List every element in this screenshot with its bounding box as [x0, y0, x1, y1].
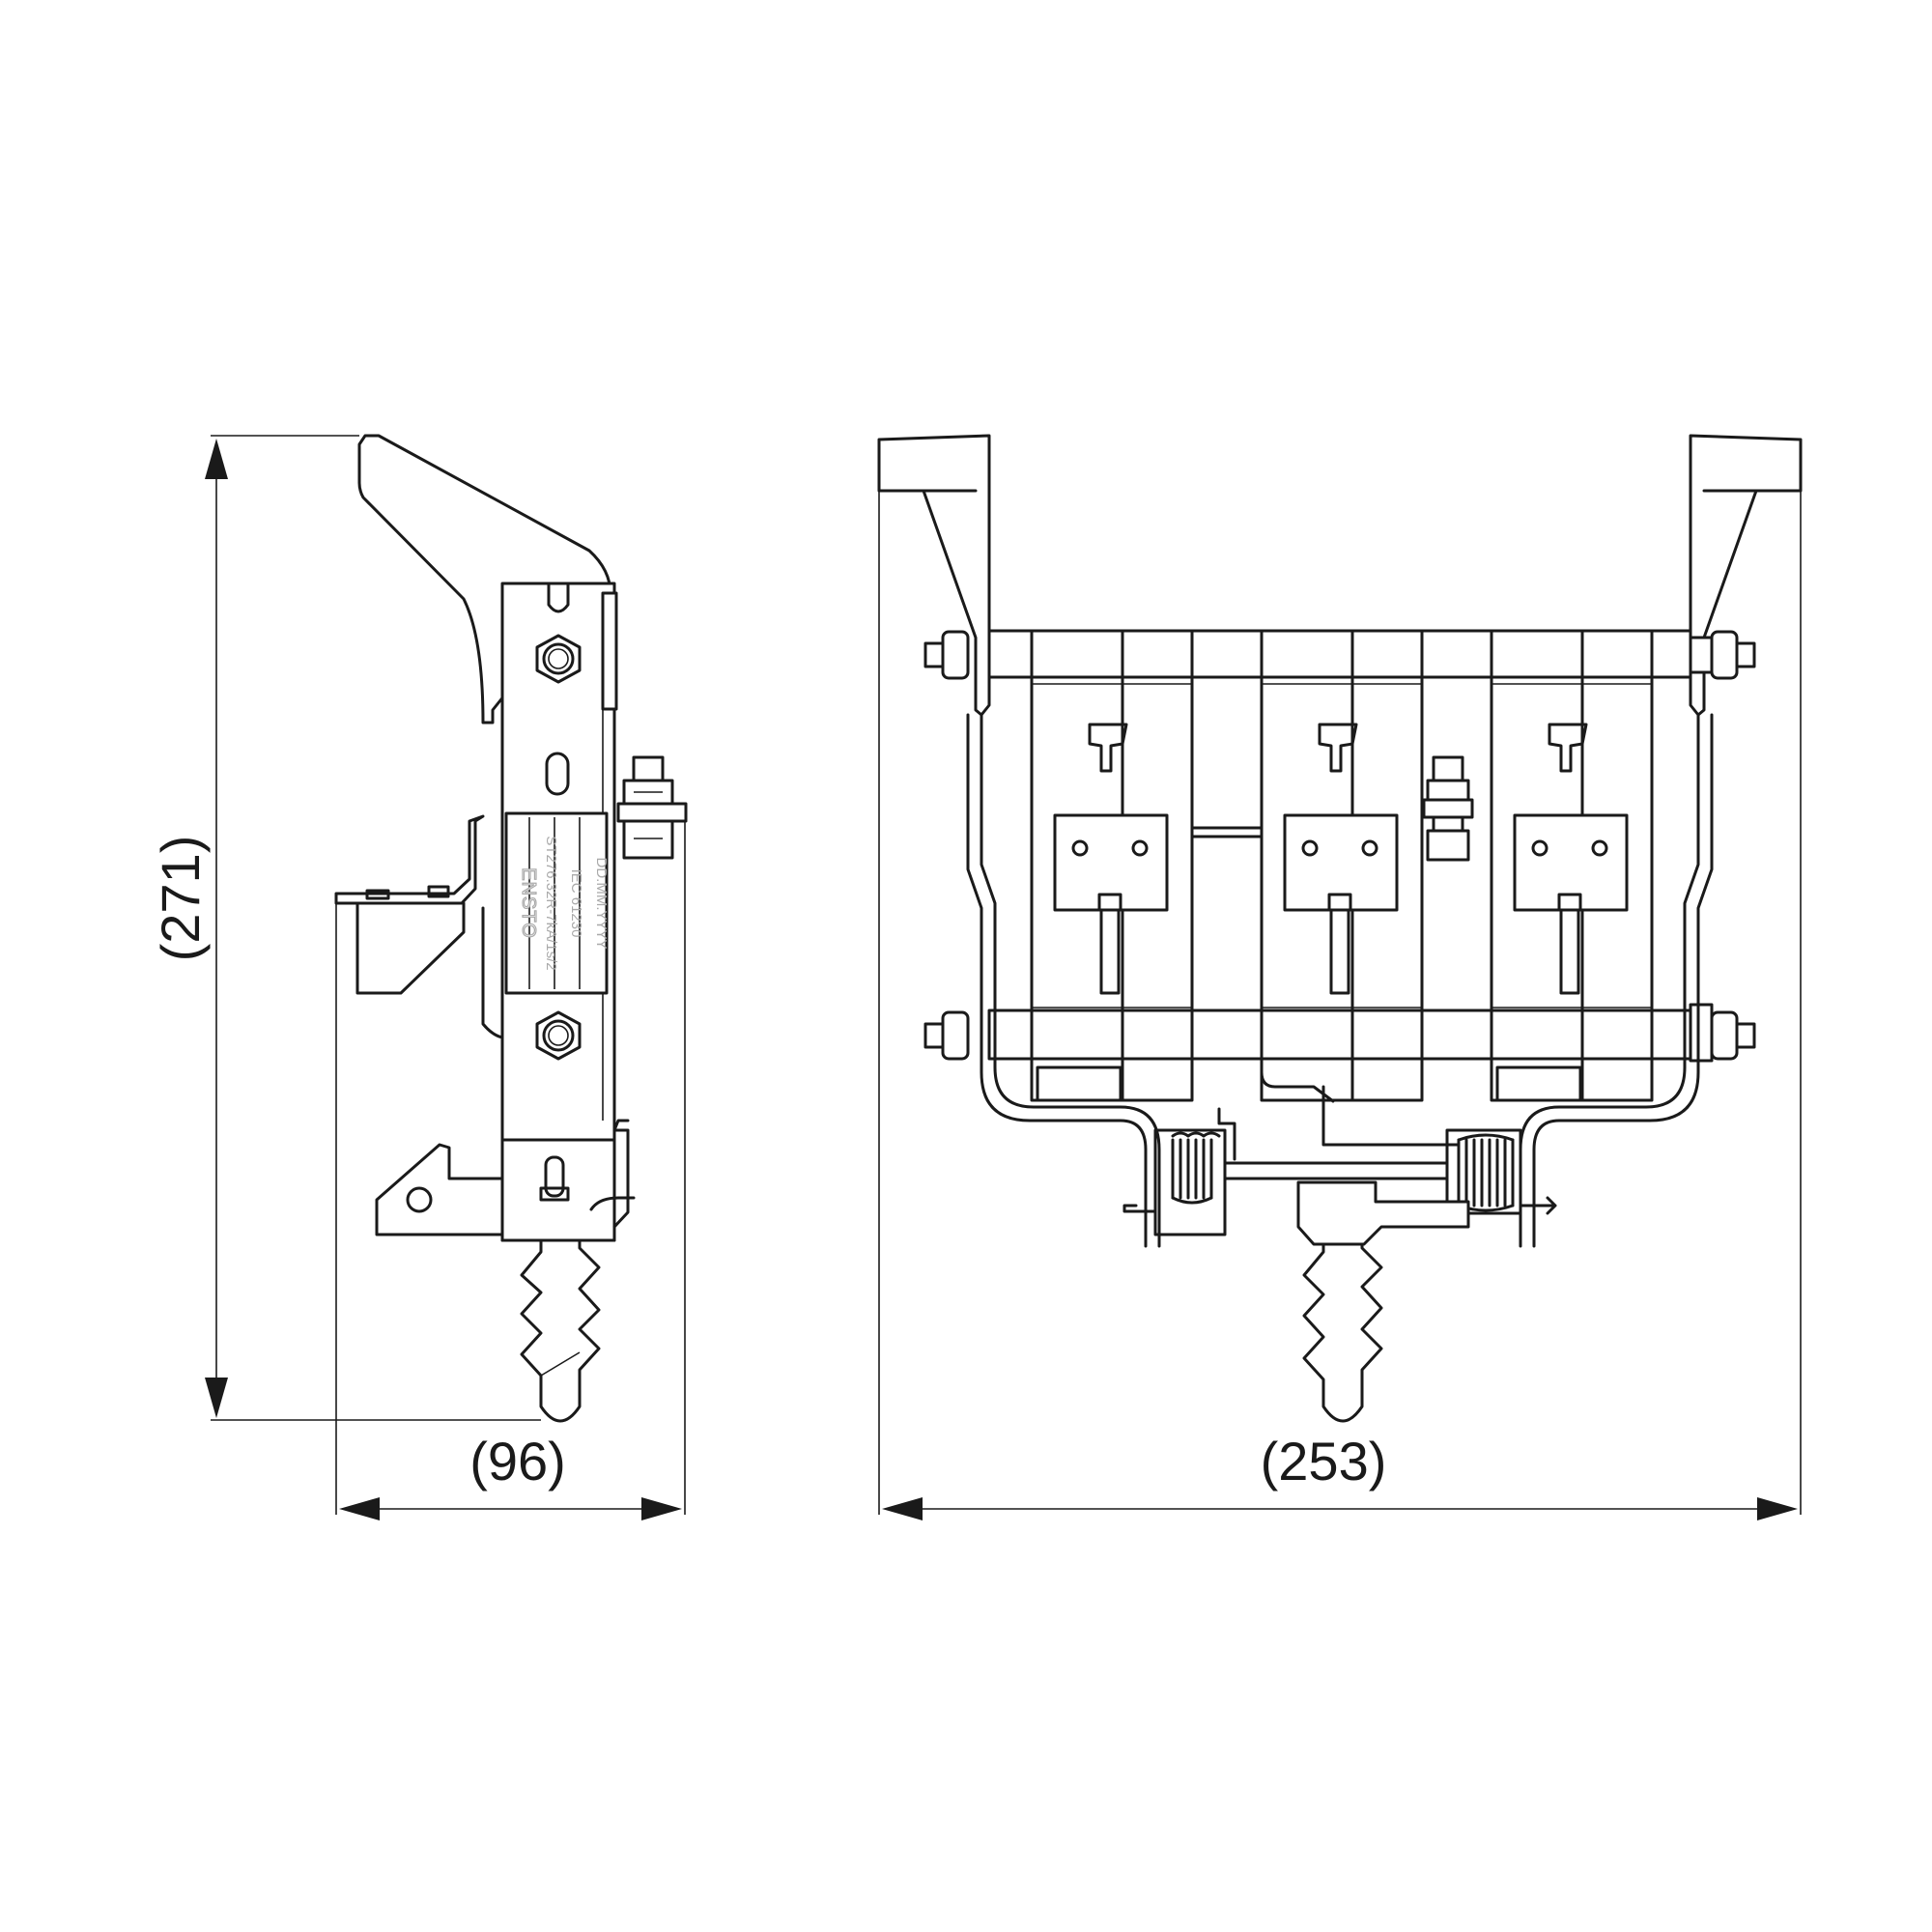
- side-bolt-upper: [535, 634, 582, 684]
- front-lower-rod: [987, 1009, 1692, 1061]
- front-nut-upper-left: [923, 630, 970, 680]
- height-arrow-bottom: [205, 1378, 228, 1418]
- side-width-arrow-left: [339, 1497, 380, 1520]
- side-slot: [545, 752, 570, 796]
- front-width-arrow-right: [1757, 1497, 1798, 1520]
- phase-module-2: [1260, 629, 1424, 1103]
- spring-shaft: [1223, 1161, 1449, 1180]
- front-nut-upper-right: [1689, 630, 1756, 680]
- side-right-strip: [601, 591, 618, 711]
- front-handle-left: [877, 434, 991, 717]
- nameplate-brand: ENSTO: [518, 867, 539, 939]
- height-arrow-top: [205, 439, 228, 479]
- front-linkage: [1217, 1085, 1461, 1161]
- phase-module-3: [1490, 629, 1654, 1102]
- side-lower-block: [500, 1138, 616, 1242]
- front-frame: [966, 713, 1714, 1248]
- center-clamp-bolt: [1422, 755, 1474, 862]
- front-upper-rod: [987, 629, 1692, 679]
- nameplate-model: ST276.32R-7kA/1s/2: [543, 836, 559, 970]
- nameplate-date: DD.MM.YYYY: [593, 857, 610, 949]
- side-clamp-bolt: [616, 755, 688, 860]
- side-left-bracket: [334, 814, 485, 905]
- side-top-slot: [547, 582, 570, 613]
- front-nut-lower-left: [923, 1010, 970, 1061]
- front-threaded-shaft: [1302, 1242, 1383, 1423]
- front-width-label: (253): [1261, 1431, 1387, 1492]
- nameplate-standard: IEC 61230: [568, 869, 584, 938]
- right-spring: [1445, 1128, 1557, 1215]
- front-central-hub: [1296, 1180, 1470, 1246]
- height-dimension: (271): [150, 435, 541, 1421]
- front-view: [877, 434, 1803, 1423]
- side-width-dimension: (96): [335, 821, 686, 1520]
- nameplate: ENSTO ST276.32R-7kA/1s/2 IEC 61230 DD.MM…: [504, 811, 610, 995]
- height-label: (271): [150, 836, 211, 962]
- side-view: ENSTO ST276.32R-7kA/1s/2 IEC 61230 DD.MM…: [334, 434, 688, 1423]
- side-width-arrow-right: [641, 1497, 682, 1520]
- front-nut-lower-right: [1689, 1003, 1756, 1063]
- side-bracket-plate: [355, 901, 466, 995]
- side-threaded-shaft: [520, 1238, 601, 1423]
- front-width-dimension: (253): [878, 488, 1802, 1520]
- side-bolt-lower: [535, 1010, 582, 1061]
- left-spring: [1122, 1128, 1227, 1236]
- side-lower-bracket: [375, 1143, 504, 1236]
- phase-module-1: [1030, 629, 1194, 1102]
- side-handle-arm: [357, 434, 612, 724]
- front-width-arrow-left: [882, 1497, 923, 1520]
- front-handle-right: [1689, 434, 1803, 717]
- side-width-label: (96): [469, 1431, 566, 1492]
